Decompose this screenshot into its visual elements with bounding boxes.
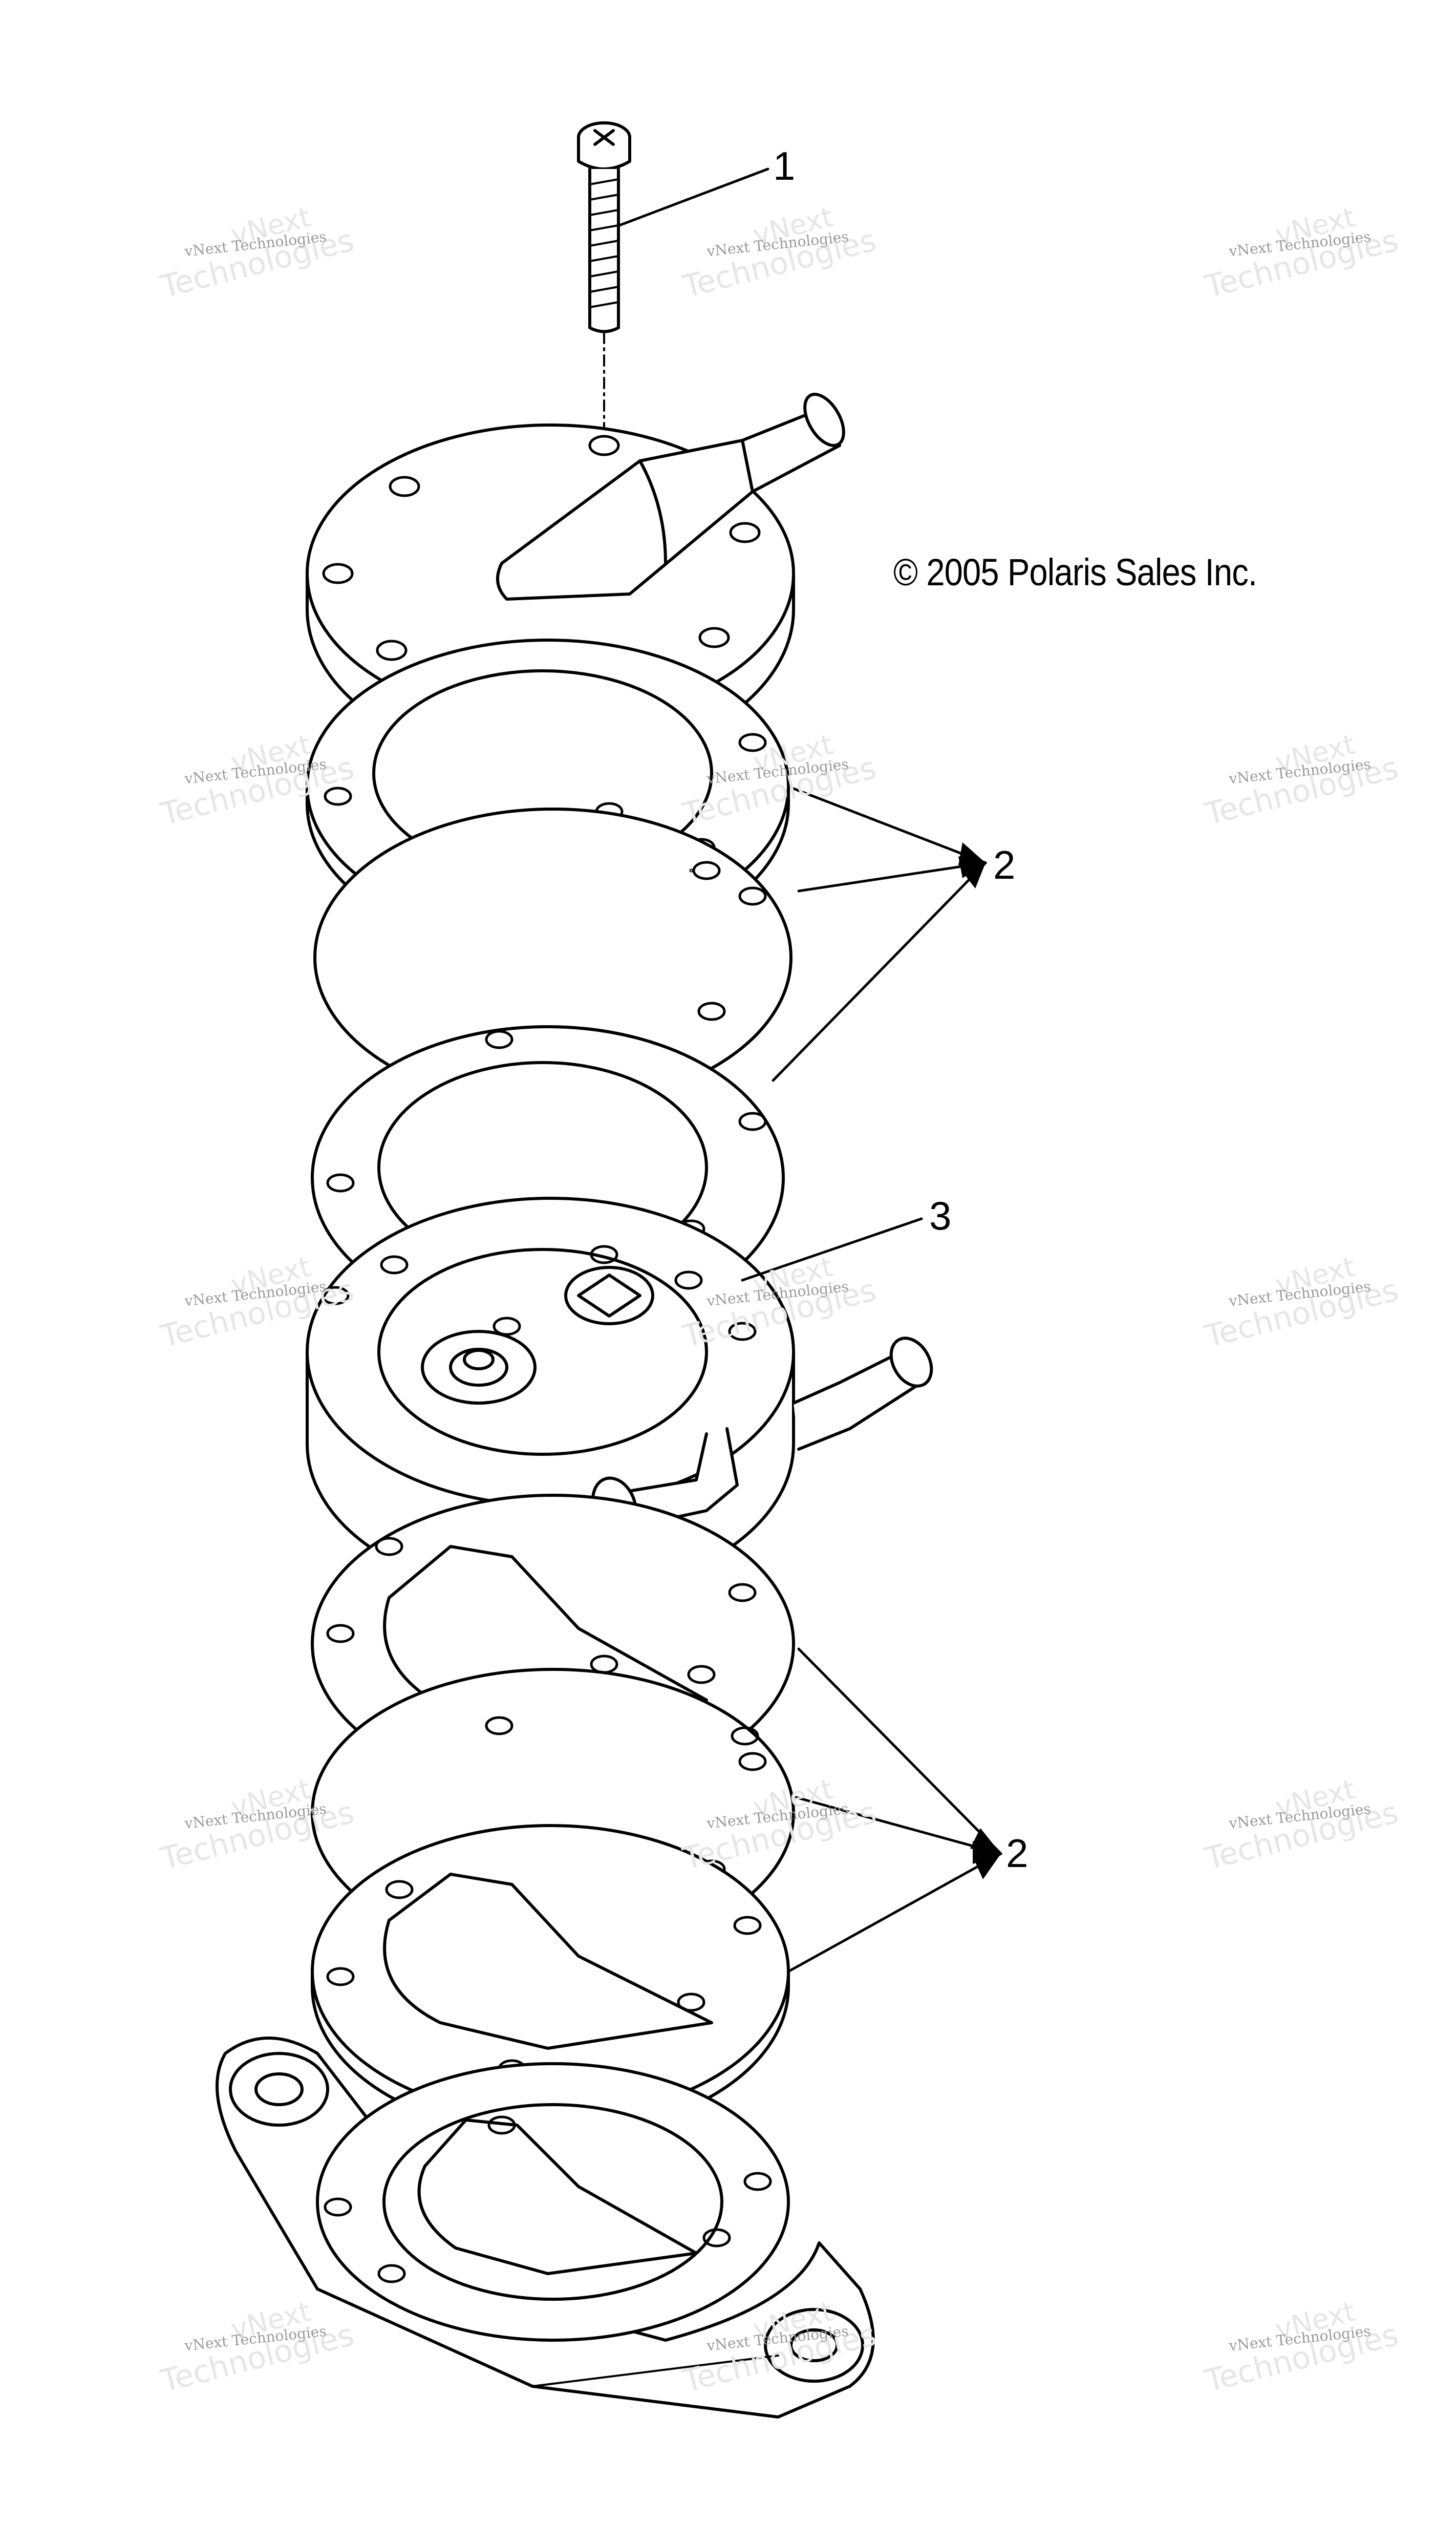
leader-lines (618, 167, 1002, 1973)
screw-part (577, 121, 631, 441)
callout-2-upper: 2 (993, 842, 1016, 887)
pump-body (306, 1197, 933, 1599)
callout-2-lower: 2 (1006, 1831, 1029, 1876)
copyright-notice: © 2005 Polaris Sales Inc. (893, 551, 1257, 593)
callout-1: 1 (773, 143, 796, 188)
callout-3: 3 (929, 1193, 952, 1238)
base-plate (216, 2037, 875, 2419)
